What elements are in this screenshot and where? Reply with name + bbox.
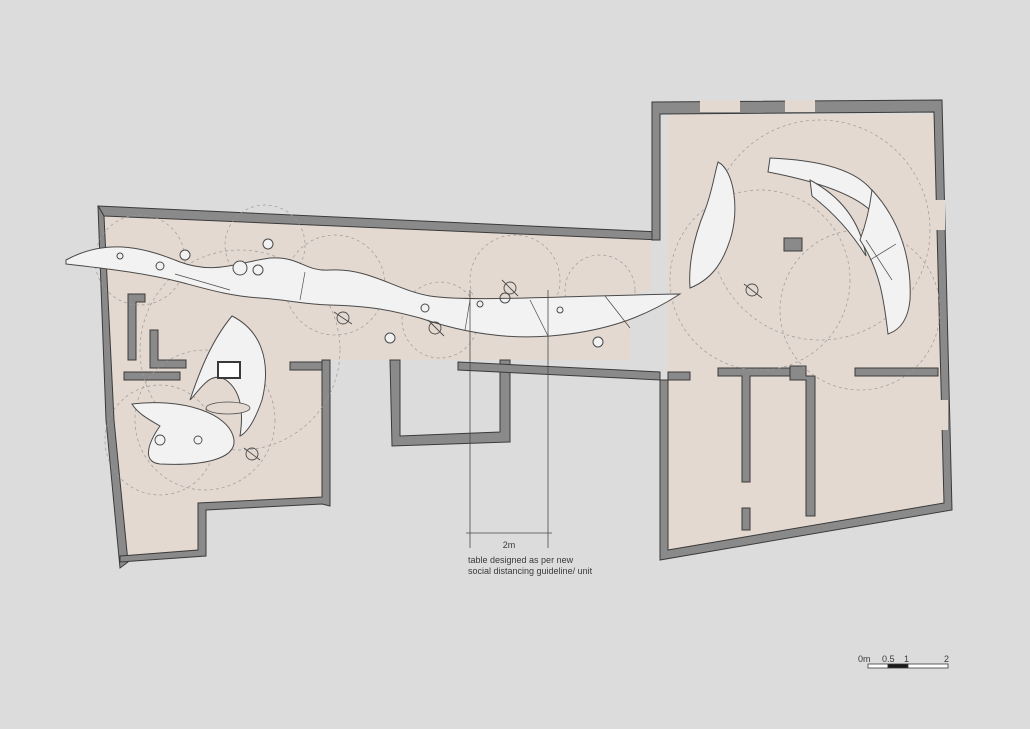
- scale-bar: 0m 0.5 1 2: [858, 654, 949, 669]
- left-wing-wall: [119, 359, 331, 563]
- arc-table: [859, 188, 911, 335]
- scale-segment: [907, 663, 949, 669]
- round-table: [131, 402, 235, 465]
- scale-label-05: 0.5: [882, 654, 895, 664]
- window: [785, 100, 815, 112]
- right-wing-partition: [789, 365, 816, 517]
- dimension-annotation: 2m table designed as per new social dist…: [466, 290, 593, 576]
- left-wing-partition: [457, 361, 661, 381]
- scale-label-1: 1: [904, 654, 909, 664]
- table-item: [499, 292, 511, 304]
- left-wing-wall-gap: [118, 268, 132, 288]
- stool: [384, 332, 396, 344]
- window: [938, 400, 948, 430]
- left-tables: [131, 315, 266, 465]
- note-line-1: table designed as per new: [468, 555, 574, 565]
- table-cutout: [205, 401, 251, 415]
- right-wing-partition: [741, 367, 939, 531]
- stool: [179, 249, 191, 261]
- table-seam: [604, 295, 631, 329]
- right-wing-wall: [651, 99, 953, 561]
- right-tables: [689, 157, 911, 335]
- table-item: [155, 261, 165, 271]
- table-seam: [174, 273, 231, 291]
- table-seam: [299, 271, 306, 301]
- left-wing-wall: [97, 205, 129, 569]
- stool: [232, 260, 248, 276]
- table-seam: [865, 239, 897, 281]
- table-item: [252, 264, 264, 276]
- table-seam: [464, 299, 471, 331]
- table-surface: [65, 246, 682, 338]
- serpentine-table: [65, 238, 682, 348]
- left-wing: [97, 205, 661, 569]
- table-cutout: [217, 361, 241, 379]
- table-seam: [529, 299, 549, 337]
- scale-segment: [867, 663, 889, 669]
- left-wing-partition: [289, 359, 511, 447]
- window: [700, 100, 740, 112]
- left-wing-closet: [123, 293, 187, 381]
- stool: [592, 336, 604, 348]
- dimension-label: 2m: [503, 540, 516, 550]
- window: [935, 200, 945, 230]
- stool: [262, 238, 274, 250]
- table-item: [116, 252, 124, 260]
- table-item: [556, 306, 564, 314]
- column: [783, 237, 803, 252]
- arc-table: [689, 161, 736, 289]
- scale-segment: [887, 663, 909, 669]
- person-icon: [743, 283, 763, 299]
- scale-label-2: 2: [944, 654, 949, 664]
- scale-label-0: 0m: [858, 654, 871, 664]
- table-item: [476, 300, 484, 308]
- note-line-2: social distancing guideline/ unit: [468, 566, 593, 576]
- table-item: [420, 303, 430, 313]
- person-icon: [154, 434, 261, 461]
- arc-table: [809, 179, 867, 257]
- person-icon: [333, 279, 519, 337]
